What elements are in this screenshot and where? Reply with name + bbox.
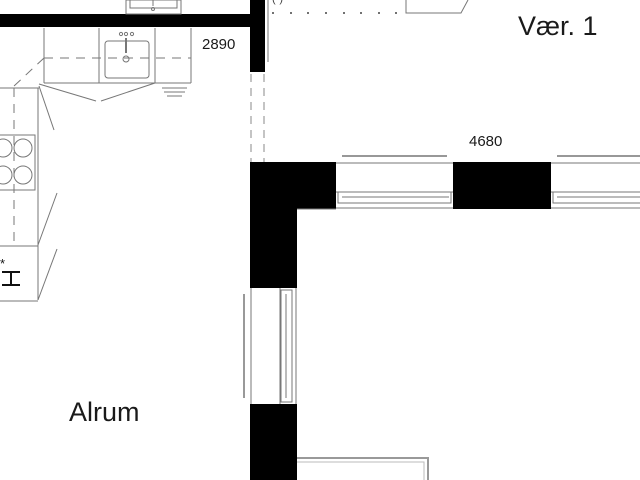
dimension-kitchen: 2890: [202, 36, 236, 53]
room-label-alrum: Alrum: [69, 397, 140, 427]
window-top-left: [336, 155, 453, 209]
appliance-symbol: [2, 271, 20, 286]
asterisk-marker: *: [0, 256, 5, 271]
wall-kitchen-right: [250, 0, 265, 72]
kitchen: [0, 0, 192, 302]
dotted-line: [272, 12, 397, 14]
dimension-room1-wall: 4680: [469, 133, 503, 150]
window-top-right: [551, 155, 640, 209]
wall-top: [0, 14, 265, 27]
wall-lower: [250, 404, 297, 480]
top-marker-label: (·): [272, 0, 283, 5]
wall-room1-corner-v: [250, 162, 297, 288]
wall-pier: [453, 162, 551, 209]
walls: [0, 0, 551, 480]
window-left: [243, 288, 297, 404]
room-label-vaer-1: Vær. 1: [518, 11, 598, 41]
furniture-outline: [405, 0, 469, 14]
furniture-bottom: [297, 457, 429, 480]
